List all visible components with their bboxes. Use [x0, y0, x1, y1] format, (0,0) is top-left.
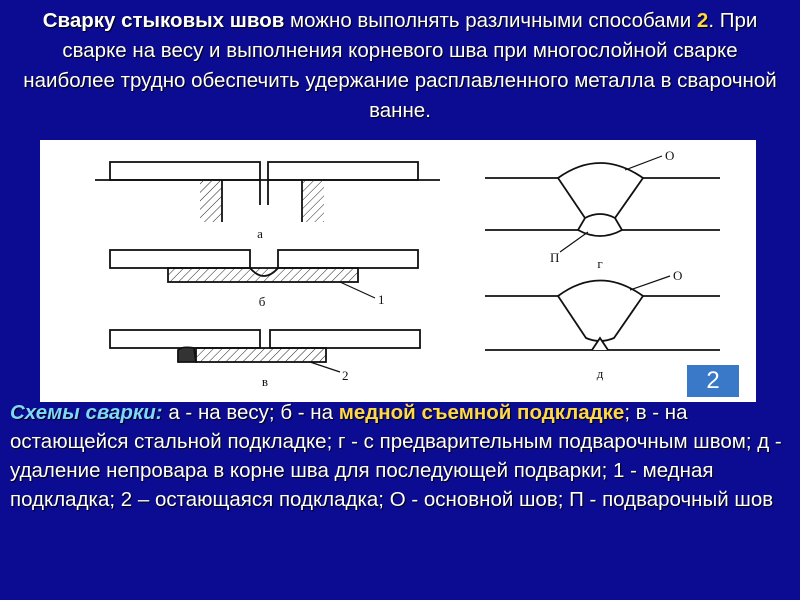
slide-title: Сварку стыковых швов можно выполнять раз… [20, 6, 780, 126]
steel-backing [195, 347, 327, 363]
scheme-b [109, 249, 419, 299]
title-part1: можно выполнять различными способами [284, 9, 697, 32]
scheme-v [109, 329, 421, 373]
scheme-a [95, 161, 440, 222]
label-O-g: О [665, 148, 674, 163]
main-weld-d [556, 279, 645, 342]
caption-lead: Схемы сварки: [10, 401, 163, 424]
main-weld-g [556, 162, 645, 221]
support-right [302, 180, 324, 222]
caption-part2: ; в - на остающейся стальной подкладке; … [10, 401, 782, 511]
caption-part1: а - на весу; б - на [162, 401, 339, 424]
label-O-d: О [673, 268, 682, 283]
title-lead: Сварку стыковых швов [42, 9, 285, 32]
root-gouge [591, 336, 609, 351]
caption: Схемы сварки: а - на весу; б - на медной… [10, 398, 790, 514]
weld-bead [177, 346, 198, 363]
title-number: 2 [696, 9, 709, 32]
welding-schemes-drawing: а б 1 в 2 О П г О д [95, 148, 720, 389]
scheme-g [485, 155, 720, 253]
label-1: 1 [378, 292, 385, 307]
sealing-weld [576, 213, 624, 237]
copper-backing [167, 267, 359, 283]
label-g: г [597, 256, 602, 271]
welding-schemes-figure: а б 1 в 2 О П г О д [40, 140, 756, 402]
support-left [200, 180, 222, 222]
label-a: а [257, 226, 263, 241]
scheme-d [485, 275, 720, 351]
title-part2: . При сварке на весу и выполнения корнев… [23, 9, 777, 122]
label-2: 2 [342, 368, 349, 383]
figure-number-badge: 2 [686, 364, 740, 398]
label-d: д [597, 366, 604, 381]
caption-highlight: медной съемной подкладке [338, 401, 625, 424]
label-v: в [262, 374, 268, 389]
label-b: б [259, 294, 266, 309]
label-P: П [550, 250, 559, 265]
